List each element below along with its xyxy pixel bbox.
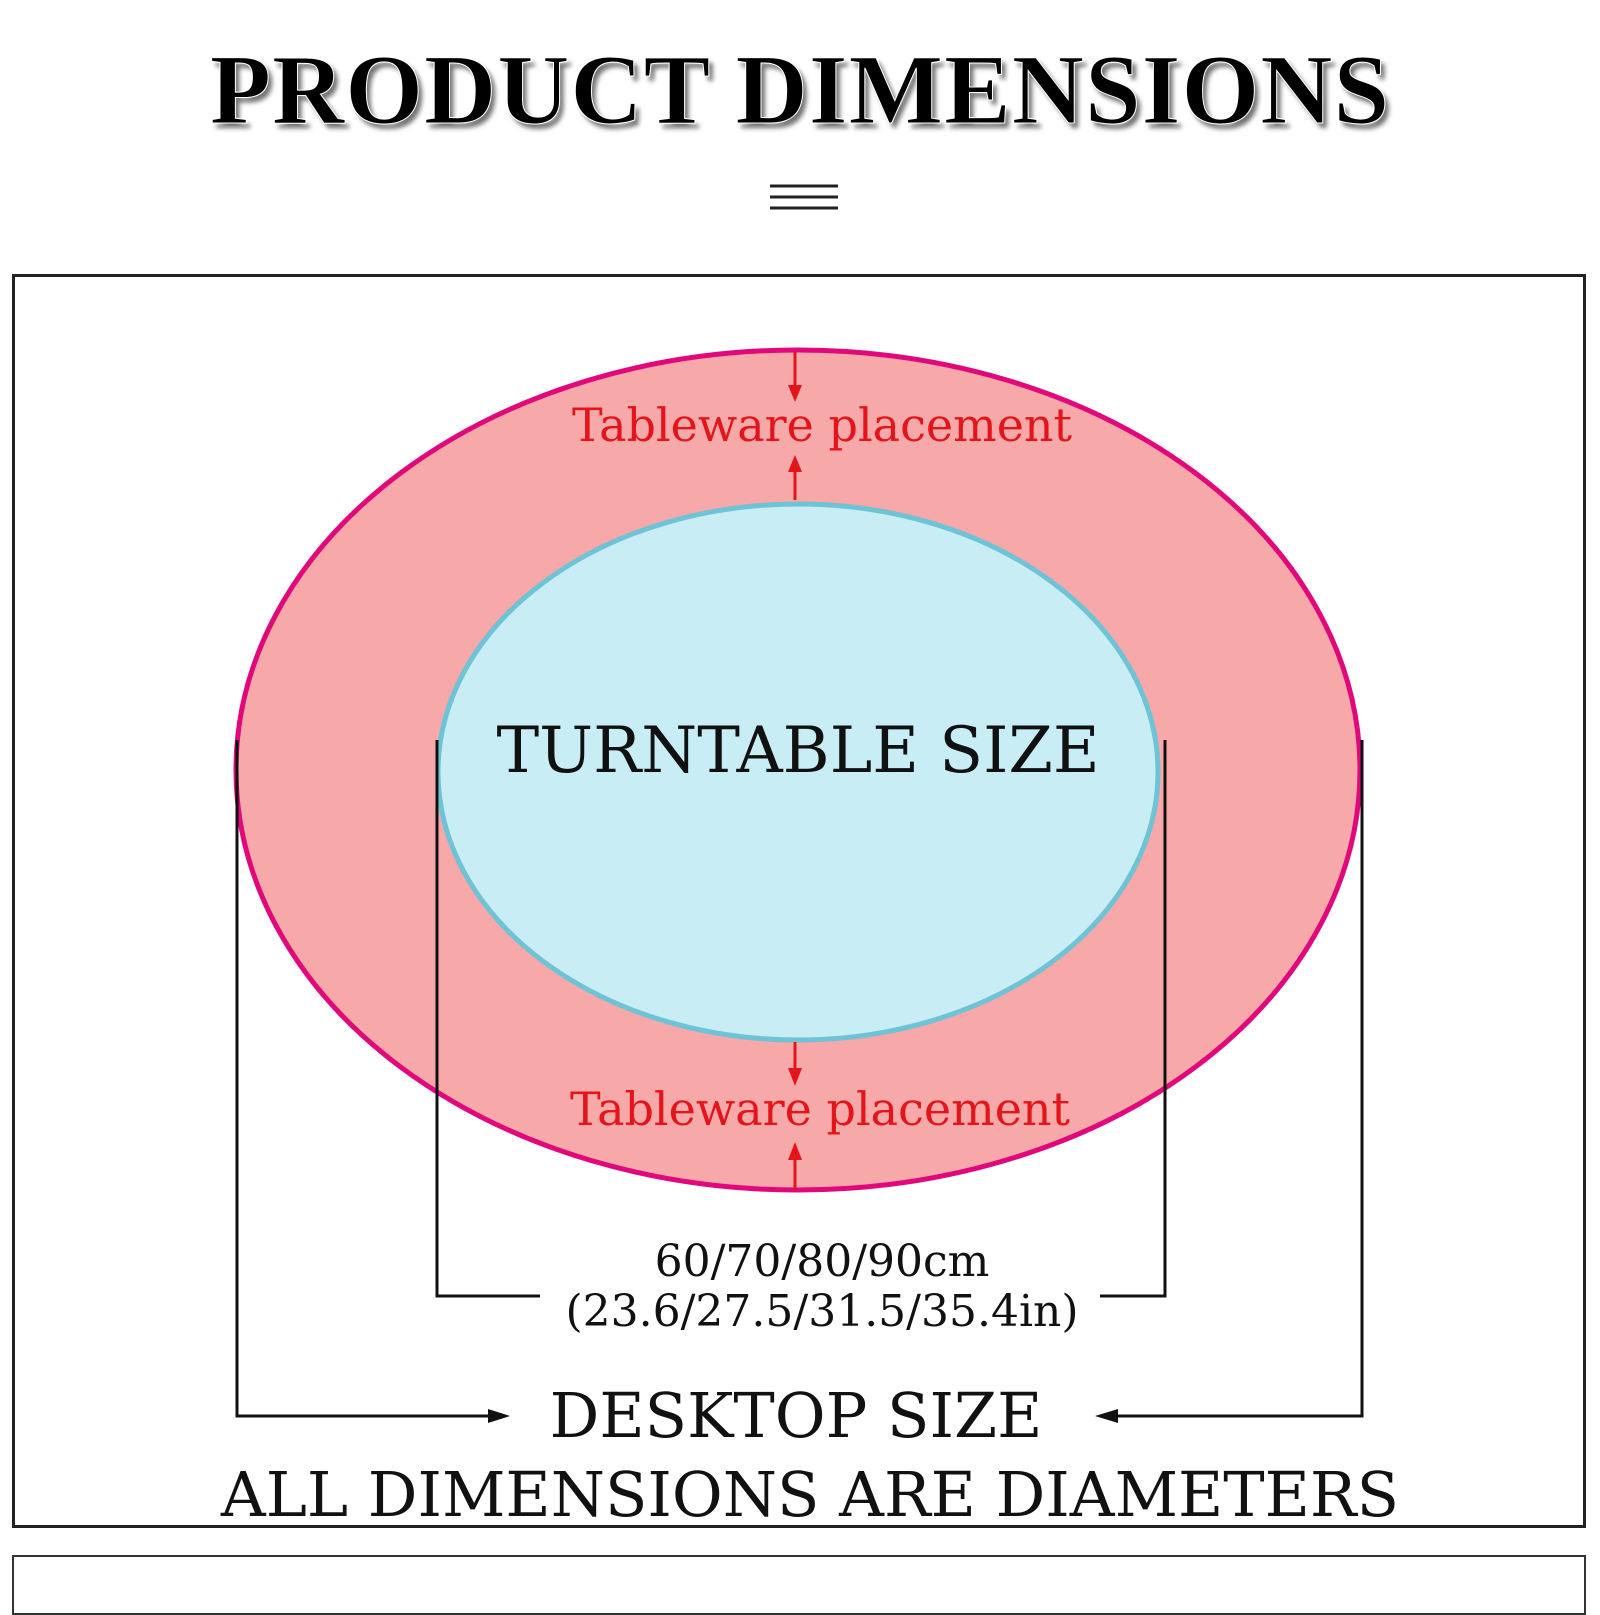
turntable-size-label: TURNTABLE SIZE — [496, 714, 1099, 788]
page-title: PRODUCT DIMENSIONS — [209, 34, 1391, 145]
tableware-top-label: Tableware placement — [572, 398, 1073, 452]
turntable-size-in: (23.6/27.5/31.5/35.4in) — [565, 1286, 1078, 1337]
desktop-arrow-right — [488, 1409, 510, 1423]
turntable-dimension-bracket — [435, 740, 1167, 1298]
turntable-size-cm: 60/70/80/90cm — [655, 1236, 990, 1287]
desktop-size-label: DESKTOP SIZE — [550, 1379, 1043, 1452]
top-tableware-arrows — [788, 352, 802, 500]
diameters-note: ALL DIMENSIONS ARE DIAMETERS — [220, 1458, 1399, 1531]
bottom-tableware-arrows — [788, 1042, 802, 1190]
tableware-bottom-label: Tableware placement — [570, 1082, 1071, 1136]
diagram-frame — [12, 274, 1586, 1528]
triple-line-divider-icon — [770, 184, 838, 210]
desktop-arrow-left — [1095, 1409, 1118, 1423]
desktop-dimension-bracket — [235, 740, 1364, 1418]
